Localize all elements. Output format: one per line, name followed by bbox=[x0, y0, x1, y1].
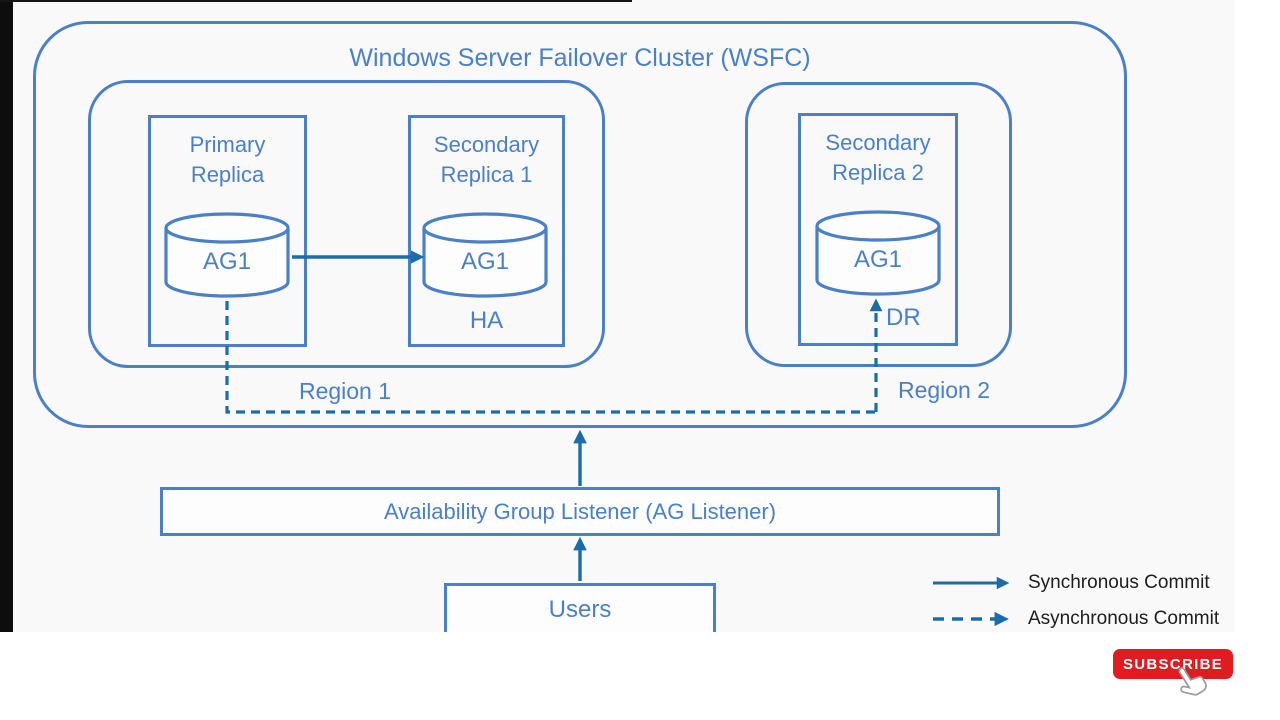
ag-listener-label: Availability Group Listener (AG Listener… bbox=[383, 498, 777, 524]
database-cylinder-icon bbox=[422, 212, 548, 298]
legend-sync-label: Synchronous Commit bbox=[1028, 572, 1210, 593]
secondary-replica-1-label: Secondary Replica 1 bbox=[433, 132, 540, 187]
database-cylinder-icon bbox=[815, 210, 941, 296]
region2-container bbox=[745, 82, 1012, 367]
primary-replica-label: Primary Replica bbox=[189, 132, 266, 187]
database-cylinder-icon bbox=[164, 212, 290, 298]
ag-listener-box: Availability Group Listener (AG Listener… bbox=[160, 487, 1000, 536]
legend-async-row: Asynchronous Commit bbox=[930, 608, 1219, 630]
secondary-replica-1-box: Secondary Replica 1 bbox=[408, 115, 565, 347]
wsfc-container bbox=[33, 21, 1127, 428]
secondary1-ag-name: AG1 bbox=[460, 248, 510, 275]
legend-async-label: Asynchronous Commit bbox=[1028, 608, 1220, 629]
dr-tag: DR bbox=[886, 304, 921, 331]
hand-cursor-icon bbox=[1178, 667, 1207, 696]
letterbox-left-bar bbox=[0, 0, 13, 632]
secondary2-ag-name: AG1 bbox=[853, 246, 903, 273]
primary-replica-box: Primary Replica bbox=[148, 115, 307, 347]
letterbox-top-line bbox=[0, 0, 632, 2]
users-label: Users bbox=[548, 596, 612, 623]
wsfc-title: Windows Server Failover Cluster (WSFC) bbox=[349, 44, 811, 72]
secondary-replica-2-label: Secondary Replica 2 bbox=[825, 130, 931, 185]
dashed-arrow-icon bbox=[933, 611, 1009, 627]
region2-label: Region 2 bbox=[897, 377, 991, 403]
solid-arrow-icon bbox=[933, 576, 1010, 590]
region1-label: Region 1 bbox=[298, 378, 392, 404]
secondary-replica-2-box: Secondary Replica 2 bbox=[798, 113, 958, 346]
ha-tag: HA bbox=[469, 307, 504, 334]
users-box: Users bbox=[444, 583, 716, 632]
subscribe-button[interactable]: SUBSCRIBE bbox=[1113, 649, 1233, 679]
legend-sync-row: Synchronous Commit bbox=[930, 572, 1210, 594]
primary-ag-name: AG1 bbox=[202, 248, 252, 275]
